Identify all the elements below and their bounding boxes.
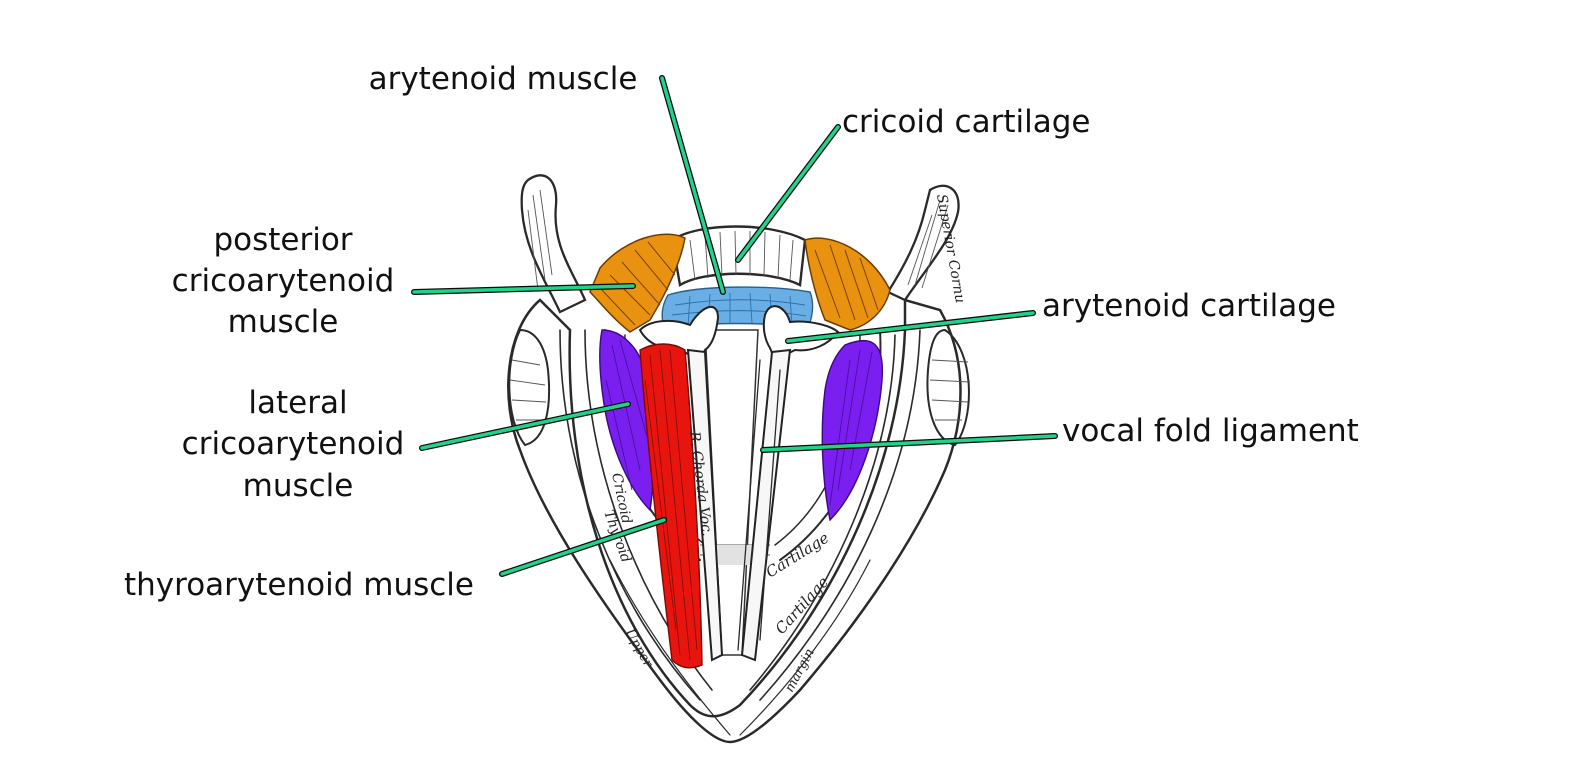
left-vocal-fold xyxy=(686,348,724,662)
labels: arytenoid muscle cricoid cartilage poste… xyxy=(124,61,1359,603)
leader-arytenoid-cartilage xyxy=(785,310,1036,344)
right-posterior-cricoarytenoid xyxy=(804,237,891,331)
right-vocal-fold xyxy=(740,348,792,662)
thyroarytenoid-muscle-shape xyxy=(639,343,703,669)
label-posterior-line-1: posterior xyxy=(213,222,352,258)
leader-lines xyxy=(411,75,1058,577)
label-vocal-fold-ligament: vocal fold ligament xyxy=(1062,413,1359,449)
label-posterior-line-3: muscle xyxy=(228,304,339,340)
leader-thyroarytenoid xyxy=(499,517,667,577)
label-lateral-line-3: muscle xyxy=(243,468,354,504)
label-posterior-line-2: cricoarytenoid xyxy=(172,263,395,299)
left-superior-cornu xyxy=(520,174,587,314)
right-arytenoid-cartilage xyxy=(762,305,840,362)
cricoid-ring xyxy=(670,225,807,287)
leader-arytenoid-muscle xyxy=(659,75,726,295)
label-arytenoid-muscle: arytenoid muscle xyxy=(369,61,638,97)
label-thyroarytenoid-muscle: thyroarytenoid muscle xyxy=(124,567,474,603)
leader-lateral-cricoarytenoid xyxy=(419,401,631,451)
leader-posterior-cricoarytenoid xyxy=(411,283,636,295)
leader-cricoid-cartilage xyxy=(735,124,841,263)
right-superior-cornu xyxy=(886,184,960,302)
label-lateral-line-2: cricoarytenoid xyxy=(182,426,405,462)
thyroid-cartilage-outline xyxy=(507,298,962,744)
label-cricoid-cartilage: cricoid cartilage xyxy=(842,104,1090,140)
label-lateral-line-1: lateral xyxy=(248,385,347,421)
leader-vocal-fold-ligament xyxy=(760,433,1058,453)
right-lateral-cricoarytenoid xyxy=(821,339,884,522)
label-arytenoid-cartilage: arytenoid cartilage xyxy=(1042,288,1336,324)
